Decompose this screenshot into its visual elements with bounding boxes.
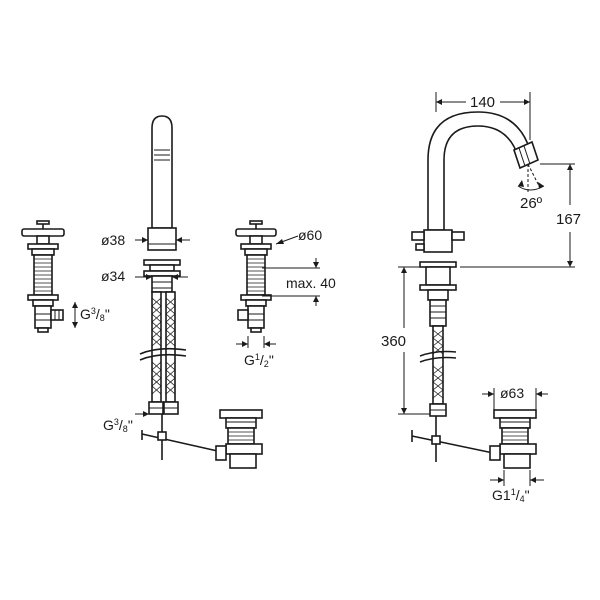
spout-front-dimensions: ø38 ø34 G3/8" bbox=[101, 232, 190, 434]
dim-h167: 167 bbox=[556, 211, 581, 228]
right-valve-front bbox=[235, 220, 277, 333]
dim-d60: ø60 bbox=[298, 227, 322, 243]
spout-side-dimensions: 140 167 26º 360 ø63 bbox=[381, 92, 581, 504]
dim-w140: 140 bbox=[470, 94, 495, 111]
dim-h360: 360 bbox=[381, 333, 406, 350]
svg-text:G11/4": G11/4" bbox=[492, 487, 530, 504]
svg-text:G3/8": G3/8" bbox=[103, 417, 133, 434]
svg-text:G1/2": G1/2" bbox=[244, 352, 274, 369]
svg-text:G3/8": G3/8" bbox=[80, 306, 110, 323]
left-valve: G3/8" bbox=[21, 220, 110, 333]
thread-label-left-valve: G bbox=[80, 306, 91, 322]
thread-label-waste: G1 bbox=[492, 487, 511, 503]
popup-waste-left bbox=[215, 409, 263, 469]
dim-d38: ø38 bbox=[101, 232, 125, 248]
dim-max40: max. 40 bbox=[286, 275, 336, 291]
right-valve-front-dimensions: ø60 max. 40 G1/2" bbox=[236, 227, 336, 369]
popup-waste-right bbox=[489, 409, 537, 469]
thread-label-hose: G bbox=[103, 417, 114, 433]
spout-side-view bbox=[411, 111, 539, 462]
dim-d34: ø34 bbox=[101, 268, 125, 284]
dim-angle26: 26º bbox=[520, 195, 543, 212]
spout-front-view bbox=[139, 115, 223, 460]
thread-label-valve-front: G bbox=[244, 352, 255, 368]
dim-d63: ø63 bbox=[500, 385, 524, 401]
